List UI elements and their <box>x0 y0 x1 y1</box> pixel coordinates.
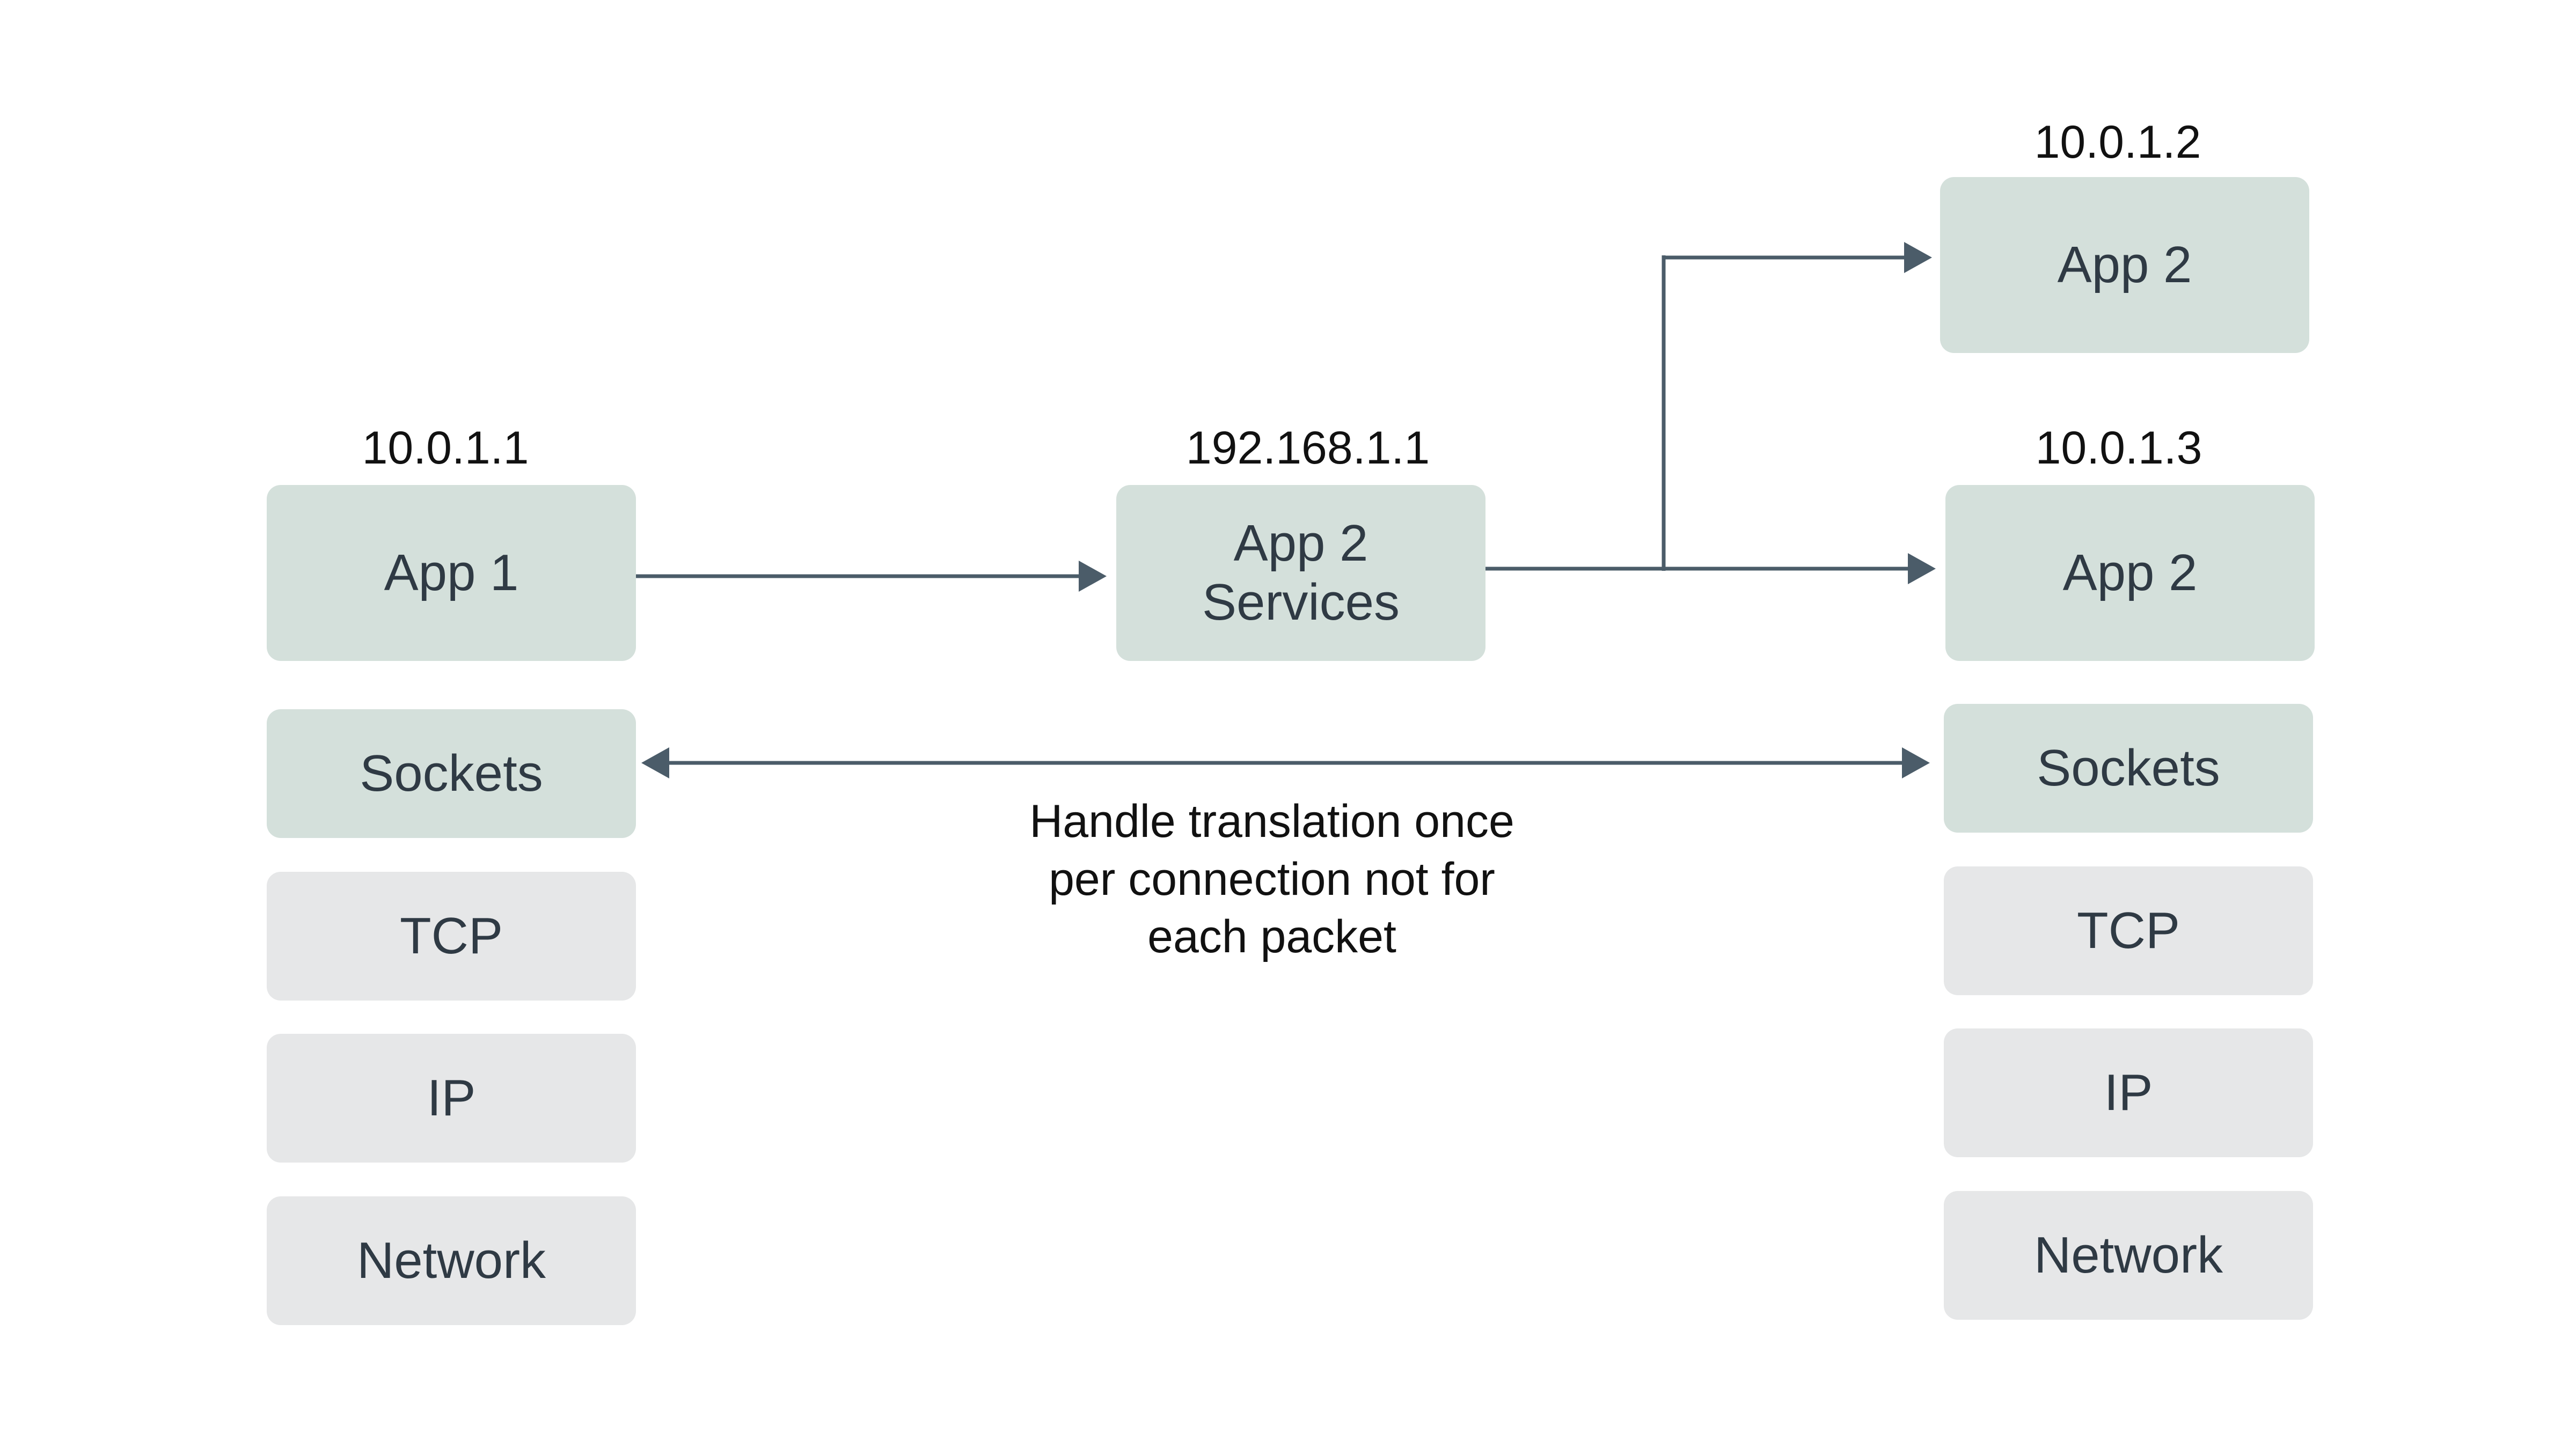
left-tcp-label: TCP <box>400 907 503 965</box>
note-line-3: each packet <box>1147 911 1396 962</box>
right-app-label: App 2 <box>2062 543 2198 601</box>
right-top-ip: 10.0.1.2 <box>2034 116 2201 168</box>
arrowhead-sockets-left <box>641 747 669 778</box>
left-app-label: App 1 <box>384 543 519 601</box>
right-network-box: Network <box>1944 1191 2313 1320</box>
middle-service-ip: 192.168.1.1 <box>1185 422 1430 474</box>
services-label-line2: Services <box>1202 574 1400 631</box>
services-label-line1: App 2 <box>1233 514 1368 572</box>
left-sockets-box: Sockets <box>267 709 636 838</box>
note-line-2: per connection not for <box>1049 853 1495 905</box>
arrowhead-services <box>1079 561 1107 592</box>
services-box: App 2 Services <box>1116 485 1485 661</box>
left-network-box: Network <box>267 1196 636 1325</box>
right-top-app-label: App 2 <box>2057 236 2192 293</box>
left-host-ip: 10.0.1.1 <box>362 422 529 474</box>
right-top-app-box: App 2 <box>1940 177 2309 353</box>
right-app-box: App 2 <box>1945 485 2315 661</box>
left-ip-box: IP <box>267 1034 636 1163</box>
right-network-label: Network <box>2033 1226 2223 1284</box>
left-tcp-box: TCP <box>267 872 636 1001</box>
right-sockets-box: Sockets <box>1944 704 2313 833</box>
right-ip-box: IP <box>1944 1028 2313 1157</box>
left-sockets-label: Sockets <box>360 744 543 802</box>
arrowhead-right-app2 <box>1908 553 1936 584</box>
arrowhead-sockets-right <box>1902 747 1930 778</box>
left-network-label: Network <box>356 1231 546 1289</box>
right-host-ip: 10.0.1.3 <box>2035 422 2202 474</box>
note-line-1: Handle translation once <box>1029 796 1514 847</box>
right-tcp-label: TCP <box>2077 901 2180 959</box>
left-app-box: App 1 <box>267 485 636 661</box>
arrowhead-top-app2 <box>1904 242 1932 273</box>
right-ip-layer-label: IP <box>2104 1063 2153 1121</box>
right-tcp-box: TCP <box>1944 866 2313 995</box>
right-sockets-label: Sockets <box>2037 739 2220 797</box>
translation-note: Handle translation once per connection n… <box>950 793 1594 966</box>
left-ip-layer-label: IP <box>427 1069 476 1127</box>
